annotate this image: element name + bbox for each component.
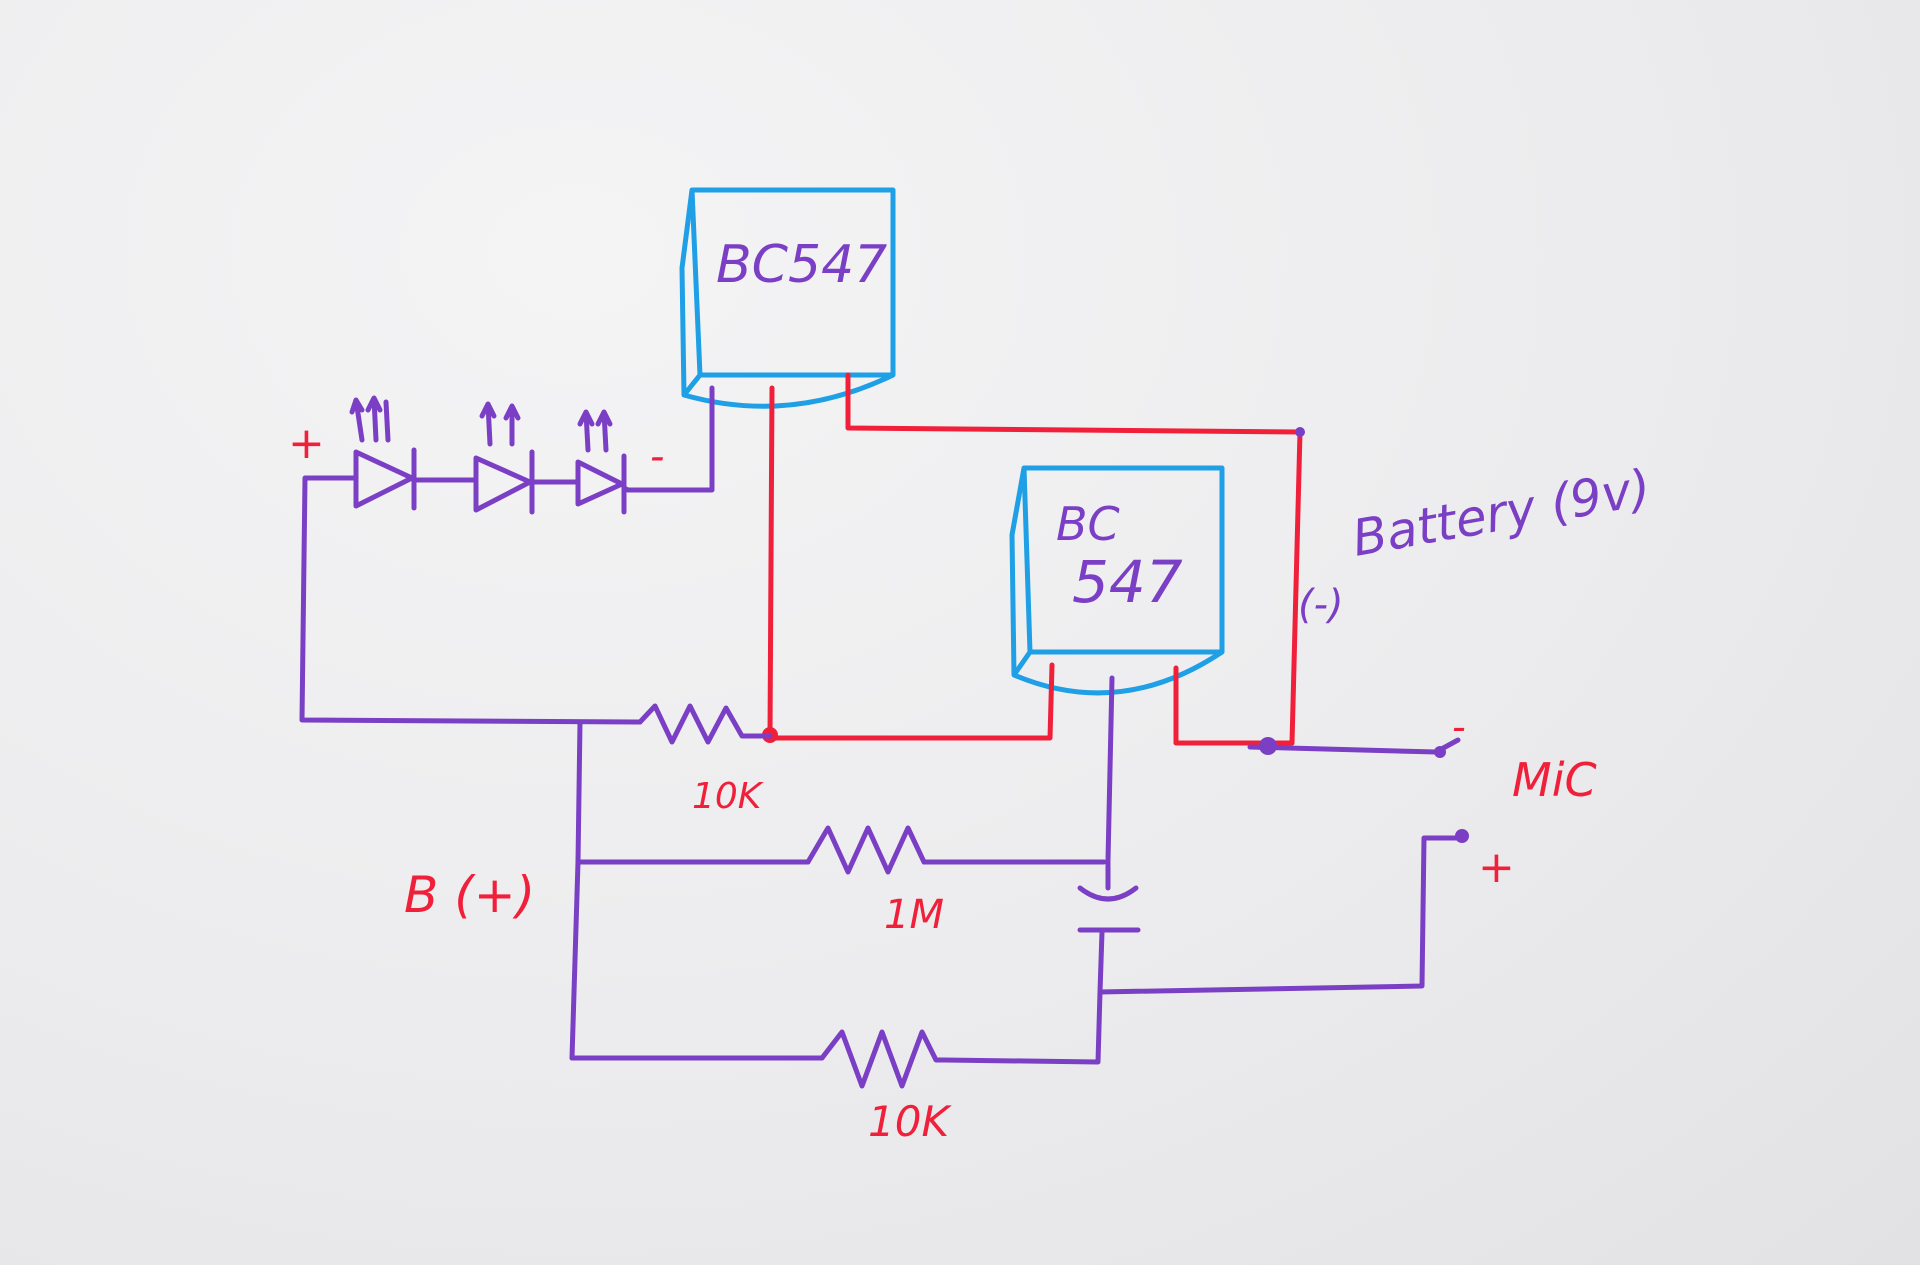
led-chain	[347, 395, 631, 515]
mic-terminal-minus	[1434, 746, 1446, 758]
capacitor	[1077, 885, 1141, 933]
transistor-bottom-label-line1: BC	[1056, 497, 1120, 551]
resistor-r-mid-label: 1M	[884, 892, 944, 938]
battery-label: Battery (9v)	[1348, 458, 1655, 567]
led-minus-label: -	[650, 434, 664, 480]
led-3	[575, 409, 627, 515]
mic-label: MiC	[1512, 753, 1597, 807]
transistor-bottom: BC 547	[1009, 465, 1225, 696]
transistor-bottom-label-line2: 547	[1072, 548, 1183, 616]
led-2	[473, 401, 535, 515]
mic-minus-label: -	[1452, 705, 1466, 749]
led-plus-label: +	[288, 418, 325, 469]
bias-label: B (+)	[404, 866, 535, 924]
resistor-r-top	[637, 703, 773, 745]
resistor-r-bottom	[819, 1029, 947, 1089]
transistor-top-label: BC547	[716, 235, 887, 295]
led-1	[349, 395, 417, 511]
junction-dot	[1259, 737, 1277, 755]
junction-dot	[1295, 427, 1305, 437]
battery-negative-label: (-)	[1298, 582, 1344, 628]
resistor-r-bottom-label: 10K	[868, 1097, 952, 1146]
resistor-r-mid	[805, 825, 943, 875]
transistor-top: BC547	[679, 187, 896, 409]
resistor-r-top-label: 10K	[692, 776, 764, 817]
purple-wires	[299, 385, 1469, 1065]
mic-terminal-plus	[1455, 829, 1469, 843]
mic-plus-label: +	[1478, 842, 1515, 893]
